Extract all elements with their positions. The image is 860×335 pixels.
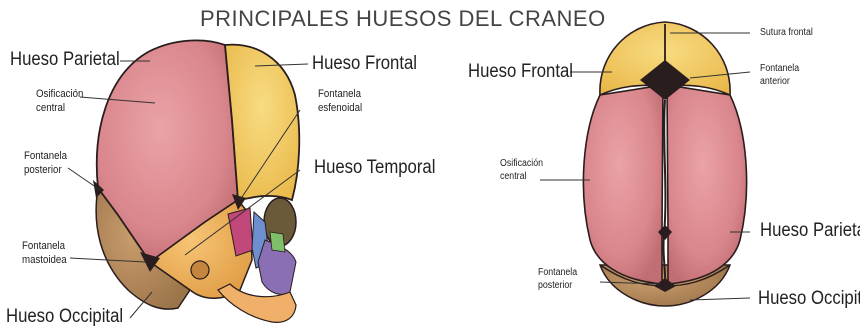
side-mandible [217,283,297,323]
side-frontal-bone [224,43,301,202]
label-top-hueso-parietal: Hueso Parietal [760,220,860,241]
page-title: PRINCIPALES HUESOS DEL CRANEO [200,6,606,31]
side-facial-green [269,231,286,253]
label-top-hueso-frontal: Hueso Frontal [468,61,574,82]
label-side-fontanela-posterior: Fontanela posterior [24,150,68,176]
top-right-parietal-bone [666,84,748,285]
side-sphenoid-fontanelle [232,194,246,210]
side-ear-opening [190,260,210,280]
label-top-sutura-frontal: Sutura frontal [760,27,813,38]
label-side-hueso-parietal: Hueso Parietal [10,49,120,70]
label-side-hueso-frontal: Hueso Frontal [312,53,418,74]
label-top-hueso-occipital: Hueso Occipital [758,288,860,309]
side-view-skull [93,39,301,323]
label-side-osificacion-central: Osificación central [36,88,84,114]
top-view-skull [582,21,748,307]
side-leader-lines [67,60,309,319]
top-mid-fontanelle [658,225,672,240]
label-top-fontanela-posterior: Fontanela posterior [538,267,578,291]
label-top-osificacion-central: Osificación central [500,158,544,182]
top-left-parietal-bone [582,84,664,285]
top-sagittal-suture [662,99,667,285]
top-anterior-fontanelle [640,60,690,100]
label-side-fontanela-esfenoidal: Fontanela esfenoidal [318,88,363,114]
top-lambdoid-suture [599,264,731,287]
label-side-hueso-occipital: Hueso Occipital [6,306,124,327]
label-side-hueso-temporal: Hueso Temporal [314,157,436,178]
side-mastoid-fontanelle [140,252,160,272]
top-posterior-fontanelle [654,278,676,292]
top-leader-lines [540,32,751,301]
label-top-fontanela-anterior: Fontanela anterior [760,63,800,87]
label-side-fontanela-mastoidea: Fontanela mastoidea [22,240,67,266]
